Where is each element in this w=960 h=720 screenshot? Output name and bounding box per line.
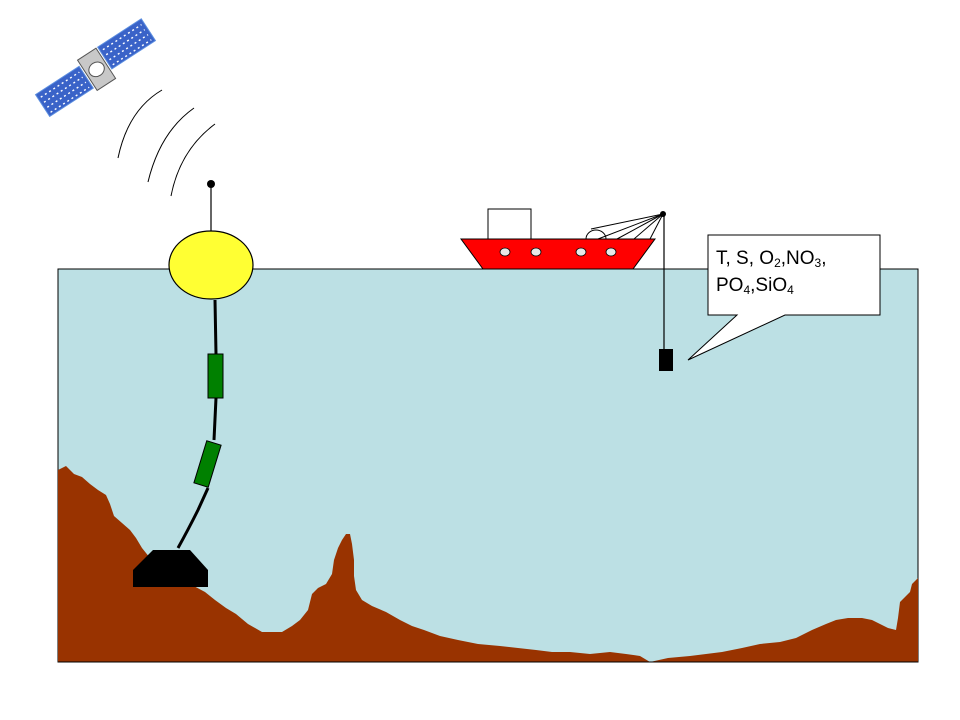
callout-line-1: T, S, O2,NO3, [716, 245, 878, 272]
ship-icon [460, 208, 666, 350]
no3-subscript: 3 [814, 256, 822, 270]
seabed-terrain [58, 466, 918, 662]
mooring-instrument-lower [193, 440, 222, 488]
callout-line-2: PO4,SiO4 [716, 272, 878, 299]
satellite-dish [88, 61, 105, 78]
callout-line1-suffix: , [821, 248, 827, 269]
signal-wave-outer [117, 89, 163, 159]
buoy-antenna-tip [207, 180, 215, 188]
signal-wave-middle [147, 107, 195, 183]
ship-winch [585, 229, 607, 240]
satellite-icon [34, 18, 157, 118]
crane-pulley [660, 211, 666, 217]
ship-cabin [487, 208, 532, 240]
callout-line2-po: PO [716, 275, 744, 296]
buoy-icon [168, 230, 254, 300]
signal-wave-inner [170, 123, 216, 197]
satellite-solar-panel-left [34, 65, 94, 118]
po4-subscript: 4 [743, 283, 751, 297]
satellite-solar-panel-right [96, 18, 157, 70]
sio4-subscript: 4 [787, 283, 794, 297]
o2-subscript: 2 [774, 256, 781, 270]
mooring-line [176, 299, 218, 549]
callout-line2-sio: ,SiO [750, 275, 788, 296]
measurement-callout-bubble [687, 234, 881, 361]
mooring-instrument-upper [207, 353, 224, 399]
ship-portholes [499, 247, 617, 257]
callout-line1-no: ,NO [780, 248, 815, 269]
radio-signal-waves [117, 89, 216, 197]
ship-crane [590, 213, 664, 240]
measurement-callout-text: T, S, O2,NO3, PO4,SiO4 [716, 245, 878, 299]
ship-hull [460, 238, 656, 270]
ctd-probe-icon [659, 349, 673, 371]
callout-line1-prefix: T, S, O [716, 248, 775, 269]
anchor-weight-icon [133, 550, 208, 587]
